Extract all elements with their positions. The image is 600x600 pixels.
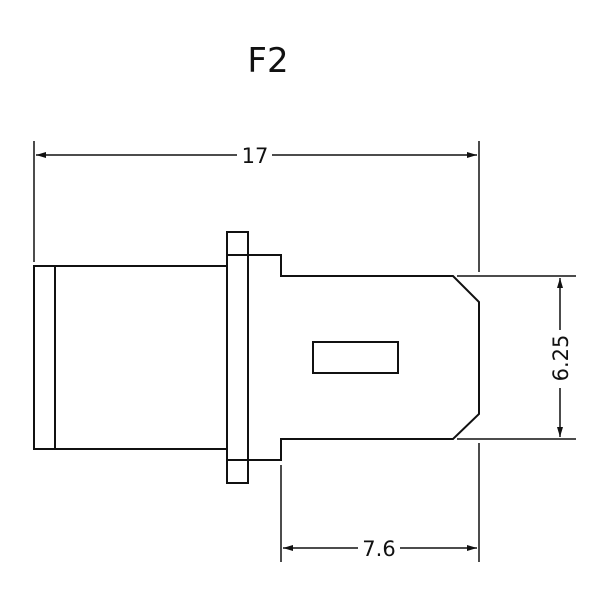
rear-cylinder bbox=[33, 265, 228, 450]
drawing-title: F2 bbox=[247, 41, 288, 81]
slot bbox=[312, 341, 399, 374]
dimension-overall-length: 17 bbox=[33, 141, 480, 272]
dimension-tip-length: 7.6 bbox=[280, 443, 480, 562]
flange bbox=[226, 231, 249, 484]
front-tip bbox=[248, 254, 480, 461]
part-outline bbox=[33, 231, 480, 484]
dimension-height: 6.25 bbox=[457, 275, 576, 440]
dimension-label-6-25: 6.25 bbox=[549, 335, 573, 382]
dimension-label-7-6: 7.6 bbox=[362, 537, 395, 561]
dimension-label-17: 17 bbox=[242, 144, 269, 168]
